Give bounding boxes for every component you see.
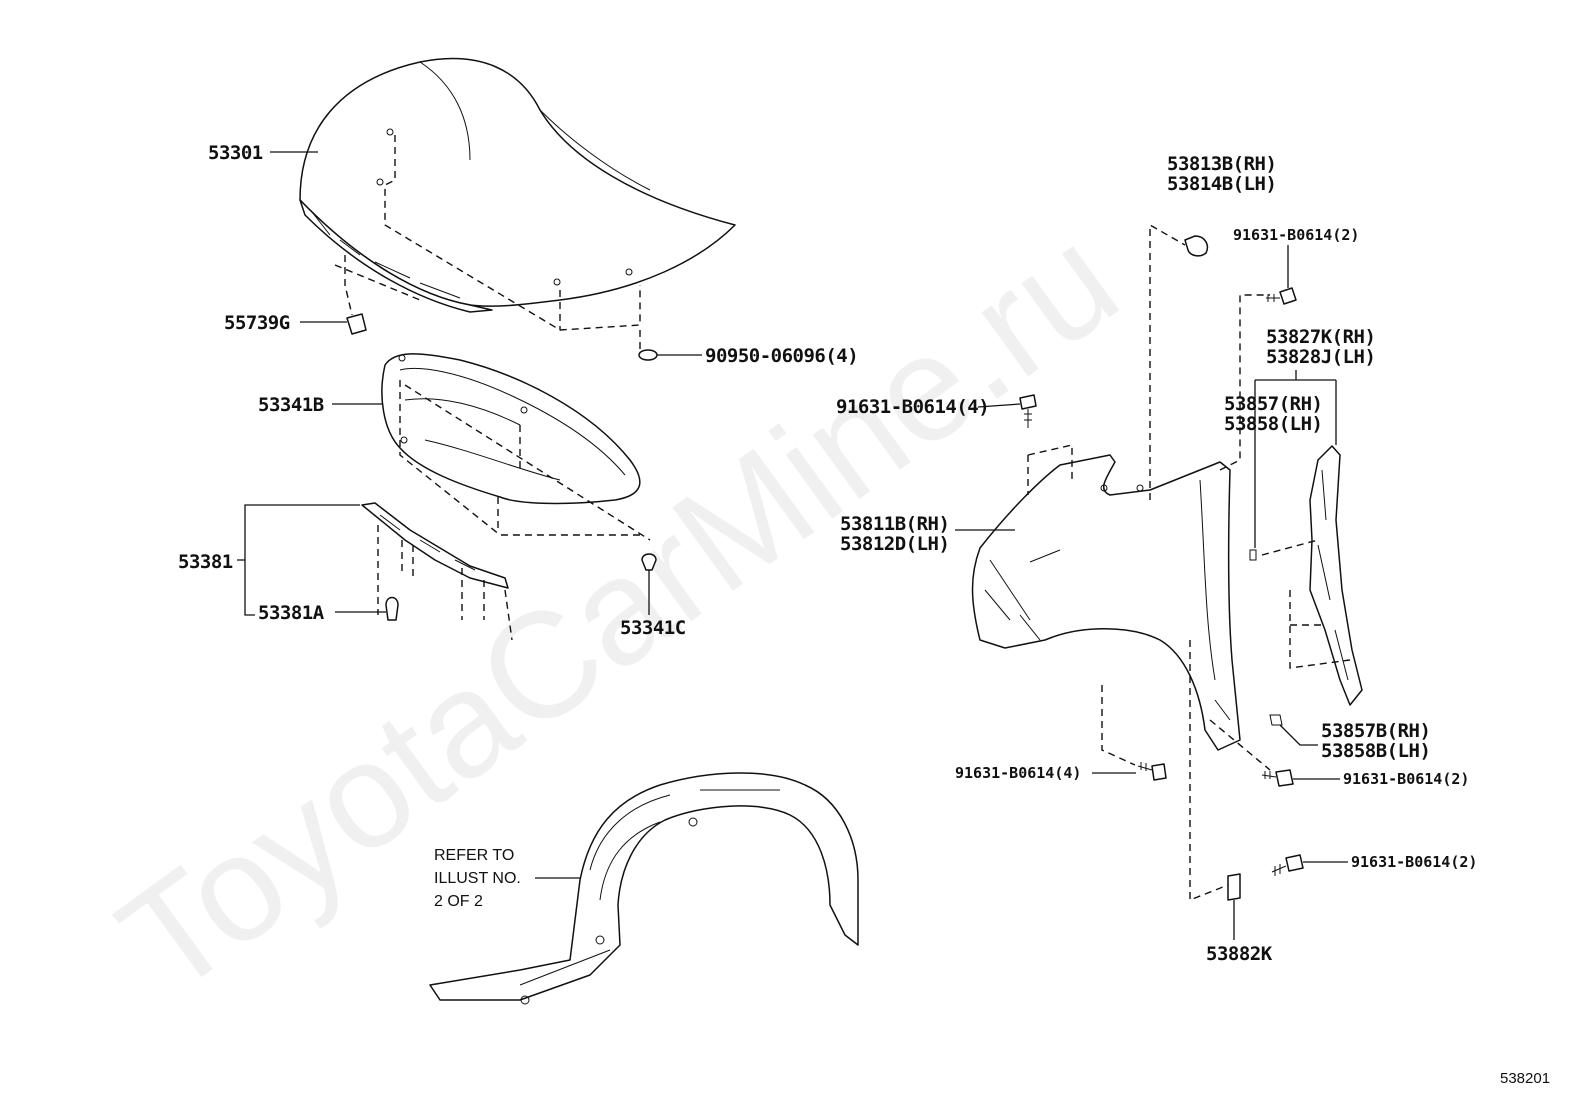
fender-part[interactable] — [971, 454, 1241, 751]
label-protector-b-rh: 53857B(RH) — [1321, 720, 1430, 742]
protector-guide-lines — [1261, 539, 1351, 669]
plug-part[interactable] — [638, 349, 658, 361]
label-plug: 90950-06096(4) — [705, 345, 858, 367]
bolt-top-part[interactable] — [1266, 287, 1297, 305]
hood-seal-part[interactable] — [361, 502, 509, 589]
label-bolt-top: 91631-B0614(2) — [1233, 226, 1359, 244]
bolt-upper-left-leader — [977, 403, 1021, 408]
hood-seal-clip-part[interactable] — [385, 596, 399, 621]
label-bolt-bottom: 91631-B0614(2) — [1351, 853, 1477, 871]
label-bolt-lower-mid: 91631-B0614(2) — [1343, 770, 1469, 788]
label-hood-seal-clip: 53381A — [258, 602, 325, 624]
insulator-clip-part[interactable] — [641, 553, 657, 571]
figure-number: 538201 — [1500, 1070, 1550, 1087]
label-hood-cushion: 55739G — [224, 312, 290, 334]
bolt-upper-left-part[interactable] — [1019, 394, 1037, 428]
bracket-part[interactable] — [1227, 873, 1241, 901]
hood-guide-lines — [334, 135, 641, 355]
label-hood-insulator: 53341B — [258, 394, 324, 416]
label-bolt-upper-left: 91631-B0614(4) — [836, 396, 989, 418]
protector-b-mark[interactable] — [1269, 714, 1283, 726]
label-bracket: 53882K — [1206, 943, 1273, 965]
bolt-lower-mid-part[interactable] — [1261, 769, 1294, 787]
label-insulator-clip: 53341C — [620, 617, 686, 639]
hood-cushion-part[interactable] — [346, 313, 367, 335]
fender-guide-lines — [1027, 223, 1271, 902]
label-bolt-lower-left: 91631-B0614(4) — [955, 764, 1081, 782]
label-protector-b-lh: 53858B(LH) — [1321, 740, 1430, 762]
seal-bracket-leader — [237, 504, 360, 616]
label-fender-lh: 53812D(LH) — [840, 533, 949, 555]
label-hood-seal: 53381 — [178, 551, 233, 573]
label-seal-lh: 53828J(LH) — [1266, 346, 1375, 368]
seal-guide-lines — [377, 525, 513, 641]
label-cover-rh: 53813B(RH) — [1167, 153, 1276, 175]
small-seal-mark — [1249, 549, 1257, 561]
label-protector-rh: 53857(RH) — [1224, 393, 1322, 415]
hood-part[interactable] — [299, 57, 736, 313]
protector-part[interactable] — [1309, 445, 1363, 706]
label-hood: 53301 — [208, 142, 263, 164]
insulator-guide-lines — [399, 380, 651, 541]
label-fender-rh: 53811B(RH) — [840, 513, 949, 535]
note-line-2: ILLUST NO. — [434, 870, 521, 887]
cover-part[interactable] — [1184, 235, 1209, 257]
bolt-bottom-part[interactable] — [1271, 854, 1304, 876]
label-protector-lh: 53858(LH) — [1224, 413, 1322, 435]
fender-liner-part[interactable] — [429, 772, 859, 1005]
bolt-lower-left-part[interactable] — [1137, 762, 1167, 781]
label-seal-rh: 53827K(RH) — [1266, 326, 1375, 348]
note-line-3: 2 OF 2 — [434, 893, 483, 910]
seal-bracket-leader-right — [1254, 370, 1337, 548]
protector-b-leader — [1279, 724, 1318, 746]
hood-insulator-part[interactable] — [381, 353, 641, 505]
label-cover-lh: 53814B(LH) — [1167, 173, 1276, 195]
note-line-1: REFER TO — [434, 847, 514, 864]
